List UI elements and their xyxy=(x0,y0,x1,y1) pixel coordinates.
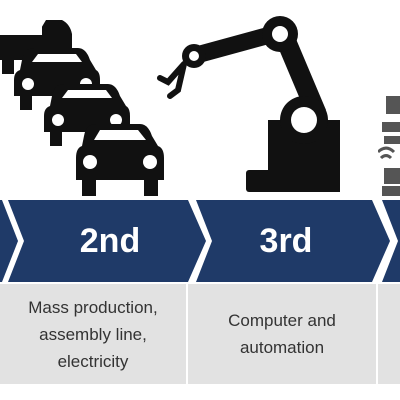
description-line: automation xyxy=(239,338,325,357)
chevron-prev-stage xyxy=(0,200,18,282)
stage-description-2nd: Mass production, assembly line, electric… xyxy=(0,284,186,384)
description-line: Mass production, xyxy=(28,297,158,317)
description-line: assembly line, xyxy=(39,324,147,344)
chevron-stage-4 xyxy=(382,200,400,282)
factory-server-icon xyxy=(378,96,400,196)
robot-arm-icon xyxy=(157,16,340,192)
description-line: Computer and xyxy=(228,311,336,330)
desc-panel-3 xyxy=(188,284,376,384)
stage-label-2nd: 2nd xyxy=(79,222,141,260)
desc-panel-4 xyxy=(378,284,400,384)
desc-panel-2 xyxy=(0,284,186,384)
stage-label-3rd: 3rd xyxy=(259,222,313,260)
chevron-stage-3 xyxy=(196,200,390,282)
cars-icon xyxy=(0,20,164,196)
stage-description-3rd: Computer and automation xyxy=(188,284,376,384)
chevron-stage-2 xyxy=(8,200,206,282)
description-line: electricity xyxy=(57,351,129,371)
